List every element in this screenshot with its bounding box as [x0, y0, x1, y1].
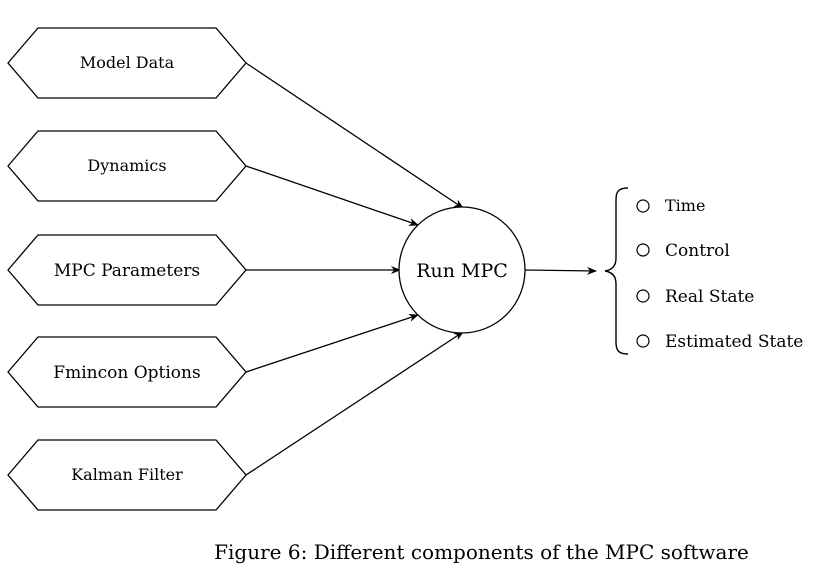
- input-label: MPC Parameters: [54, 261, 200, 281]
- output-item-estimated-state: Estimated State: [636, 332, 803, 352]
- output-brace: [604, 187, 629, 355]
- run-mpc-label: Run MPC: [416, 260, 508, 282]
- input-label: Model Data: [80, 53, 175, 72]
- output-item-time: Time: [636, 196, 705, 215]
- bullet-circle-icon: [636, 199, 650, 213]
- bullet-circle-icon: [636, 289, 650, 303]
- output-label: Time: [665, 196, 705, 215]
- input-node-model-data: Model Data: [7, 27, 247, 99]
- input-node-kalman-filter: Kalman Filter: [7, 439, 247, 511]
- figure-caption: Figure 6: Different components of the MP…: [214, 540, 749, 564]
- input-label: Dynamics: [87, 156, 166, 175]
- arrow-kalman-filter: [245, 331, 464, 476]
- input-node-mpc-parameters: MPC Parameters: [7, 234, 247, 306]
- input-label: Fmincon Options: [53, 363, 200, 383]
- bullet-circle-icon: [636, 334, 650, 348]
- bullet-circle-icon: [636, 243, 650, 257]
- output-item-control: Control: [636, 241, 730, 261]
- arrow-dynamics: [245, 165, 419, 226]
- input-node-dynamics: Dynamics: [7, 130, 247, 202]
- arrow-model-data: [245, 62, 464, 209]
- output-label: Control: [665, 241, 730, 261]
- output-label: Real State: [665, 287, 754, 307]
- output-item-real-state: Real State: [636, 287, 754, 307]
- run-mpc-node: Run MPC: [398, 206, 526, 334]
- arrow-outputs: [524, 266, 597, 275]
- output-label: Estimated State: [665, 332, 803, 352]
- arrow-fmincon-options: [245, 314, 419, 373]
- input-label: Kalman Filter: [71, 465, 183, 484]
- input-node-fmincon-options: Fmincon Options: [7, 336, 247, 408]
